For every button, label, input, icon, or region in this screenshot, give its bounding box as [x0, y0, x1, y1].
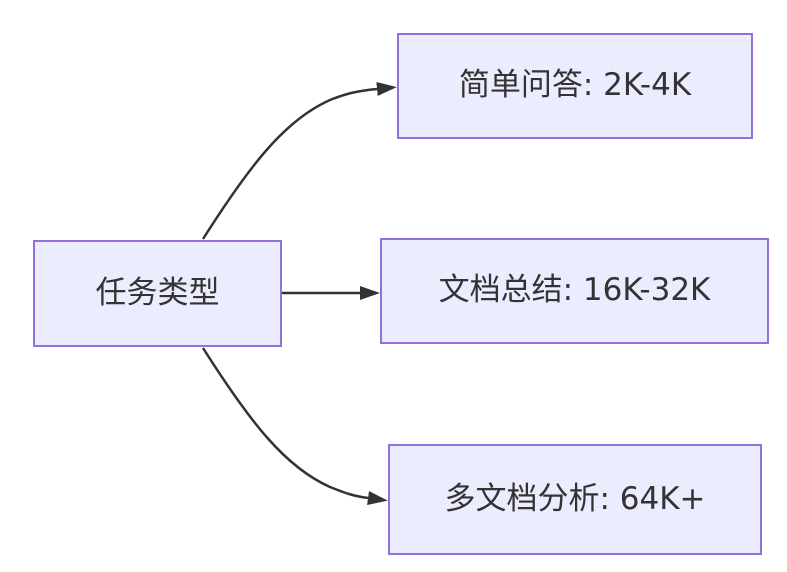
node-doc-summary: 文档总结: 16K-32K	[380, 238, 769, 344]
node-doc-summary-label: 文档总结: 16K-32K	[438, 272, 711, 309]
edge-task-type-to-multi-doc	[201, 347, 388, 505]
node-task-type-label: 任务类型	[95, 274, 220, 311]
node-simple-qa: 简单问答: 2K-4K	[397, 33, 753, 139]
node-task-type: 任务类型	[33, 240, 282, 347]
node-simple-qa-label: 简单问答: 2K-4K	[458, 67, 692, 104]
node-multi-doc: 多文档分析: 64K+	[388, 444, 762, 555]
edge-task-type-to-simple-qa	[201, 82, 397, 240]
node-multi-doc-label: 多文档分析: 64K+	[444, 480, 706, 517]
